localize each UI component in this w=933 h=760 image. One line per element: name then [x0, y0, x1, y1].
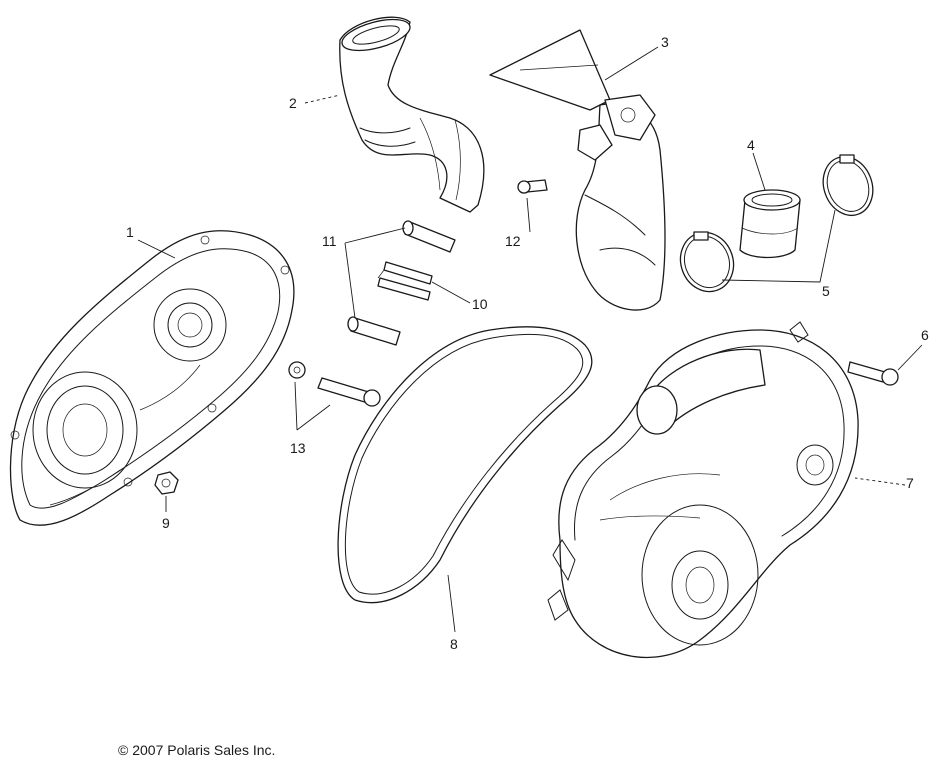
dowel-pins [347, 220, 456, 346]
bolt-6 [847, 361, 899, 386]
callout-13: 13 [290, 440, 306, 456]
callout-5: 5 [822, 283, 830, 299]
copyright-notice: © 2007 Polaris Sales Inc. [118, 742, 276, 758]
callout-12: 12 [505, 233, 521, 249]
callout-10: 10 [472, 296, 488, 312]
callout-2: 2 [289, 95, 297, 111]
coupler-sleeve [739, 189, 801, 259]
callout-3: 3 [661, 34, 669, 50]
drive-belt [337, 326, 593, 604]
inner-clutch-cover [9, 230, 295, 526]
hose-clamps [679, 154, 874, 293]
callout-8: 8 [450, 636, 458, 652]
callout-7: 7 [906, 475, 914, 491]
seal-strips [377, 261, 433, 301]
callout-4: 4 [747, 137, 755, 153]
callout-numbers: 1 2 3 4 5 6 7 8 9 10 11 12 13 [126, 34, 929, 652]
callout-1: 1 [126, 224, 134, 240]
callout-6: 6 [921, 327, 929, 343]
bolt-12 [517, 179, 548, 194]
outer-clutch-cover [547, 321, 859, 659]
outlet-duct [489, 29, 666, 311]
bolt-13 [288, 361, 381, 407]
leader-lines [137, 46, 923, 633]
callout-11: 11 [322, 233, 337, 249]
callout-9: 9 [162, 515, 170, 531]
nut-9 [154, 471, 179, 495]
intake-duct [339, 16, 485, 213]
